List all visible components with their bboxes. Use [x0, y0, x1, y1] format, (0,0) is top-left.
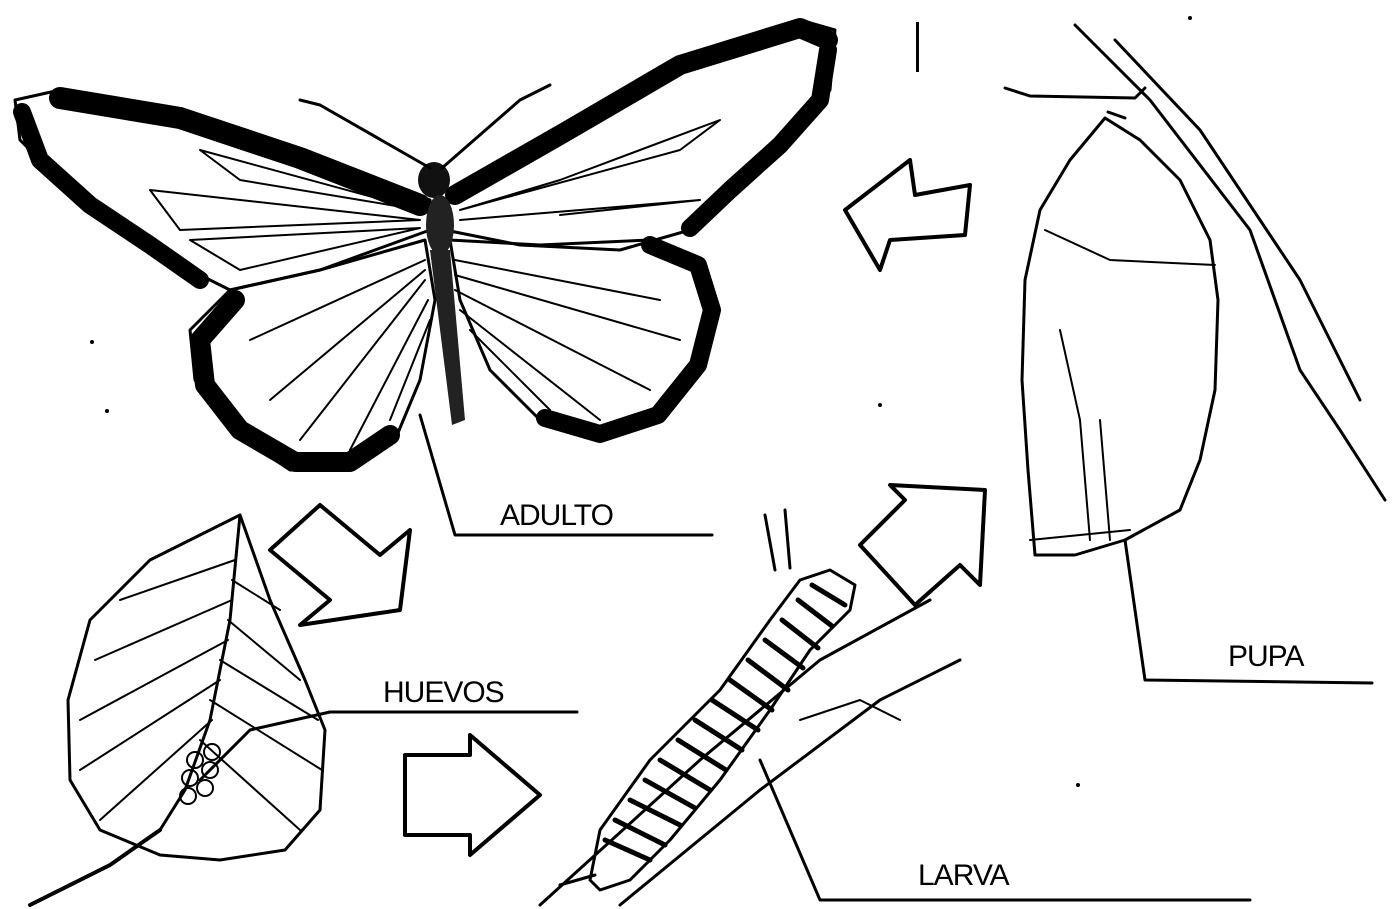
label-adult: ADULTO [500, 499, 613, 532]
adult-butterfly [15, 20, 835, 470]
chrysalis [1022, 118, 1218, 555]
butterfly-thorax [426, 195, 454, 255]
branch [540, 600, 930, 905]
arrow-larva-to-pupa [860, 485, 985, 605]
right-hindwing [450, 240, 715, 440]
caterpillar-body [590, 570, 855, 890]
leaf-stem [30, 830, 160, 905]
label-larva: LARVA [918, 859, 1010, 892]
pupa-on-stem [1005, 25, 1385, 555]
label-eggs: HUEVOS [383, 676, 504, 709]
cycle-arrows [270, 160, 985, 855]
larva-on-branch [540, 510, 960, 905]
leader-eggs [200, 712, 577, 780]
caterpillar-tentacle-1 [765, 515, 775, 570]
arrow-adult-to-eggs [270, 505, 410, 625]
leaf-with-eggs [30, 515, 325, 905]
leaf-outline [68, 515, 325, 860]
arrow-pupa-to-adult [845, 160, 970, 270]
butterfly-head [418, 162, 450, 198]
label-pupa: PUPA [1228, 640, 1304, 673]
arrow-eggs-to-larva [405, 735, 540, 855]
caterpillar-tentacle-2 [785, 510, 790, 568]
